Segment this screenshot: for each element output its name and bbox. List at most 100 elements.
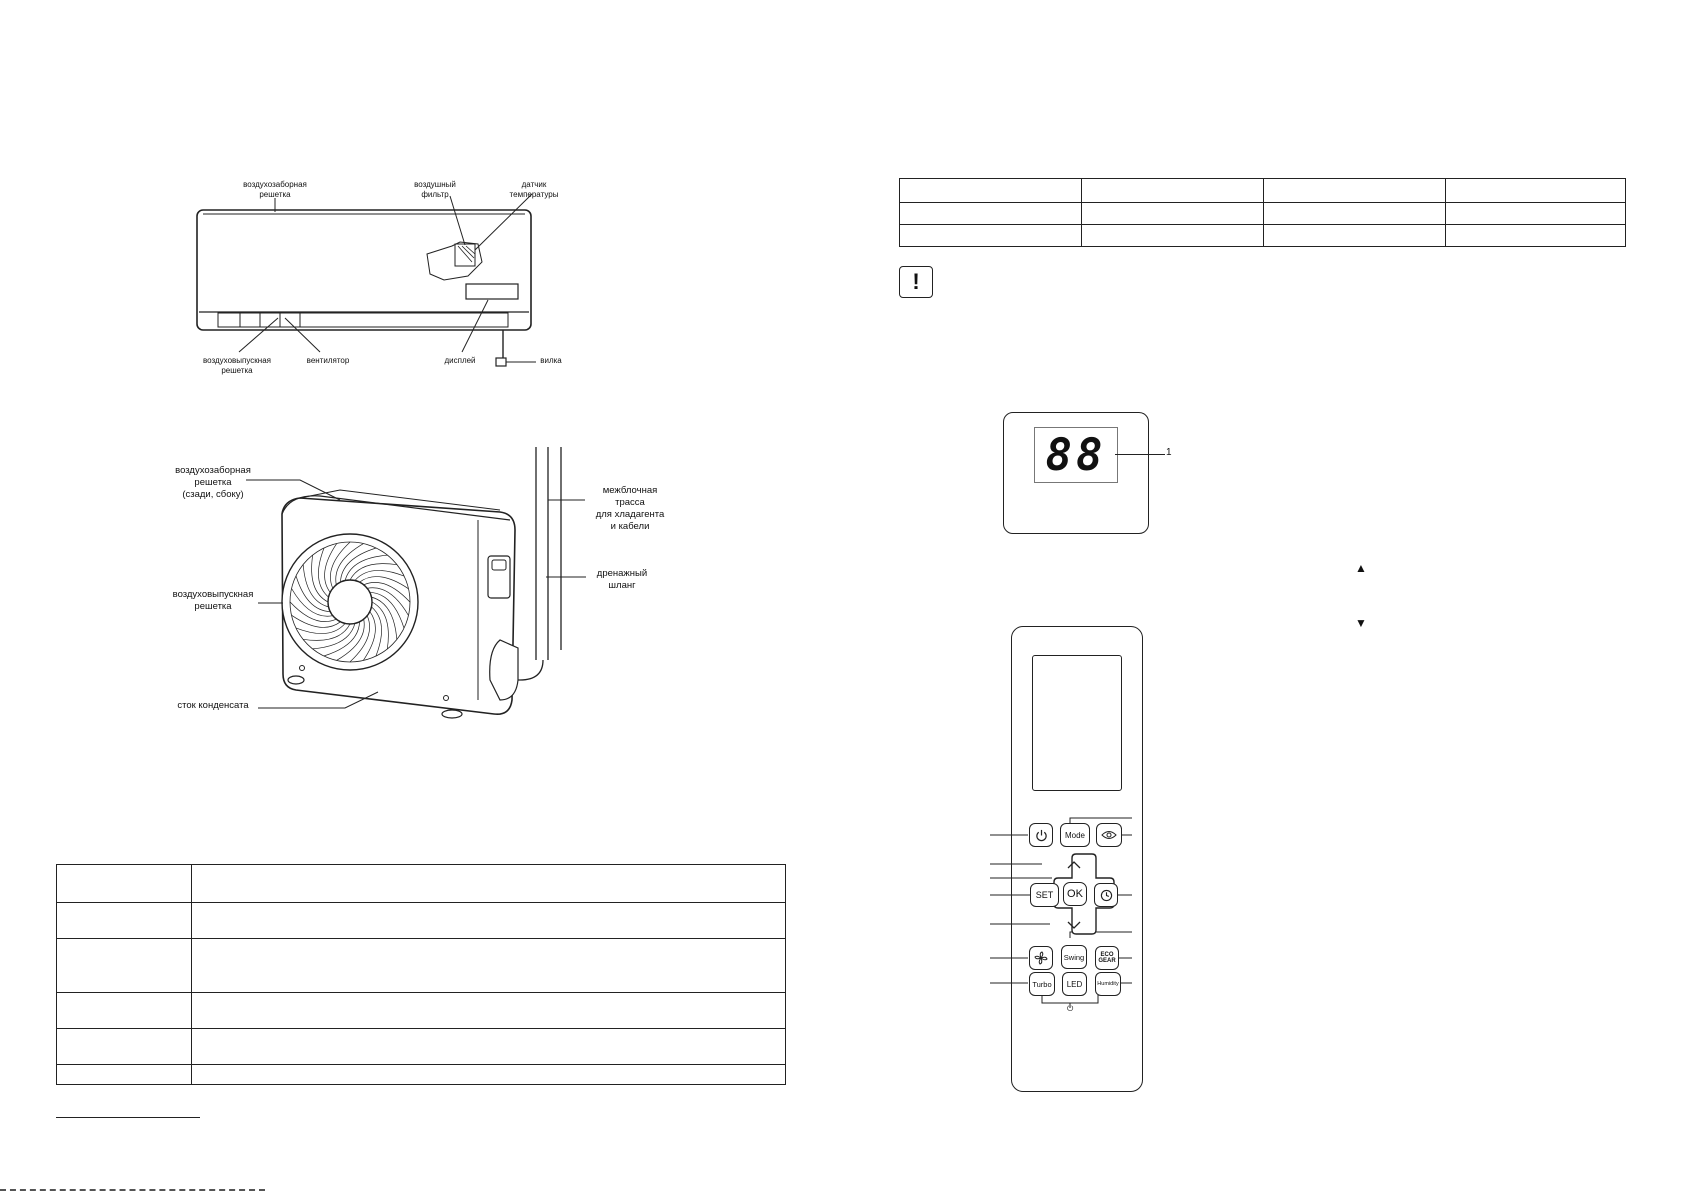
turbo-button[interactable]: Turbo — [1029, 972, 1055, 996]
fan-icon — [1034, 951, 1048, 965]
clock-icon — [1100, 889, 1112, 901]
lock-power-icon: ⏻ — [1067, 1004, 1074, 1013]
fan-blade — [302, 623, 351, 641]
table-row — [56, 1028, 786, 1065]
text-line: решетка — [194, 477, 232, 488]
table-cell — [56, 938, 192, 993]
table-row — [899, 202, 1626, 225]
text-line: межблочная — [602, 485, 658, 496]
table-row — [56, 1064, 786, 1085]
table-row — [56, 992, 786, 1029]
table-cell — [1445, 178, 1626, 203]
fan-blade — [335, 543, 364, 585]
fan-blade — [318, 547, 329, 598]
outdoor-unit-drawing — [246, 447, 586, 719]
label-plug: вилка — [540, 356, 562, 365]
text-line: решетка — [194, 601, 232, 612]
fan-blade — [323, 621, 360, 657]
gear-label: GEAR — [1098, 958, 1116, 964]
table-cell — [56, 992, 192, 1029]
fan-blade — [291, 588, 333, 617]
table-cell — [191, 1064, 786, 1085]
label-interunit-line: межблочная трасса для хладагента и кабел… — [575, 485, 685, 533]
set-button[interactable]: SET — [1030, 883, 1059, 907]
callout-number: 1 — [1166, 447, 1172, 458]
fan-blade — [354, 570, 405, 581]
fan-blade — [371, 596, 398, 640]
fan-blade — [295, 575, 331, 612]
fan-blade — [371, 606, 382, 657]
remote-callout-lines — [990, 817, 1132, 1008]
fan-blade — [371, 601, 389, 650]
fan-button[interactable] — [1029, 946, 1053, 970]
led-button[interactable]: LED — [1062, 972, 1087, 996]
callout-line — [1115, 454, 1165, 455]
table-row — [56, 864, 786, 903]
fan-blade — [340, 547, 377, 583]
remote-screen — [1032, 655, 1122, 791]
up-button[interactable] — [1063, 855, 1085, 873]
fan-blade — [295, 623, 346, 634]
table-cell — [56, 1028, 192, 1065]
table-cell — [56, 864, 192, 903]
bottom-edge-artifact — [0, 1189, 265, 1191]
timer-button[interactable] — [1094, 883, 1118, 907]
eco-gear-button[interactable]: ECO GEAR — [1095, 946, 1119, 970]
text-line: воздухозаборная — [175, 465, 251, 476]
swing-button[interactable]: Swing — [1061, 945, 1087, 969]
fan-blade — [367, 587, 409, 616]
fan-blade — [324, 543, 338, 593]
footnote-divider — [56, 1117, 200, 1118]
fan-blade — [336, 619, 365, 661]
table-row — [899, 178, 1626, 203]
label-drain-hose: дренажный шланг — [582, 568, 662, 592]
fan-blade — [362, 611, 376, 661]
table-cell — [1081, 202, 1264, 225]
text-line: трасса — [615, 497, 645, 508]
label-temp-sensor: датчик температуры — [509, 180, 559, 199]
text-line: дренажный — [596, 568, 648, 579]
table-cell — [1081, 178, 1264, 203]
fan-blade — [349, 615, 370, 663]
arrow-up-icon: ▲ — [1355, 561, 1367, 575]
chevron-down-icon — [1067, 921, 1081, 929]
fan-blade — [344, 554, 388, 581]
eco-label: ECO — [1100, 952, 1114, 958]
table-cell — [191, 902, 786, 939]
table-cell — [899, 178, 1082, 203]
fan-blade — [289, 601, 337, 622]
mode-button[interactable]: Mode — [1060, 823, 1090, 847]
fan-blade — [302, 564, 329, 608]
fan-blade — [311, 554, 329, 603]
fan-blade — [291, 614, 341, 628]
label-outdoor-intake: воздухозаборная решетка (сзади, сбоку) — [163, 465, 263, 501]
label-outlet-grille: воздуховыпускная решетка — [203, 356, 271, 375]
display-digits: 88 — [1034, 427, 1118, 483]
table-cell — [56, 902, 192, 939]
ok-button[interactable]: OK — [1063, 882, 1087, 906]
label-air-filter: воздушный фильтр — [414, 180, 456, 199]
table-row — [56, 938, 786, 993]
table-row — [56, 902, 786, 939]
text-line: для хладагента — [595, 509, 665, 520]
power-icon — [1035, 829, 1047, 841]
table-row — [899, 224, 1626, 247]
down-button[interactable] — [1063, 916, 1085, 934]
table-cell — [191, 992, 786, 1029]
eye-button[interactable] — [1096, 823, 1122, 847]
label-display: дисплей — [444, 356, 476, 365]
label-outdoor-outlet: воздуховыпускная решетка — [163, 589, 263, 613]
humidity-button[interactable]: Humidity — [1095, 972, 1121, 996]
fan-blade — [369, 592, 405, 629]
warning-icon: ! — [899, 266, 933, 298]
table-cell — [1263, 202, 1446, 225]
text-line: (сзади, сбоку) — [182, 489, 244, 500]
table-cell — [191, 864, 786, 903]
fan-blade — [330, 541, 351, 589]
arrow-down-icon: ▼ — [1355, 616, 1367, 630]
table-cell — [1445, 202, 1626, 225]
text-line: шланг — [608, 580, 636, 591]
power-button[interactable] — [1029, 823, 1053, 847]
table-cell — [899, 224, 1082, 247]
label-fan: вентилятор — [306, 356, 350, 365]
